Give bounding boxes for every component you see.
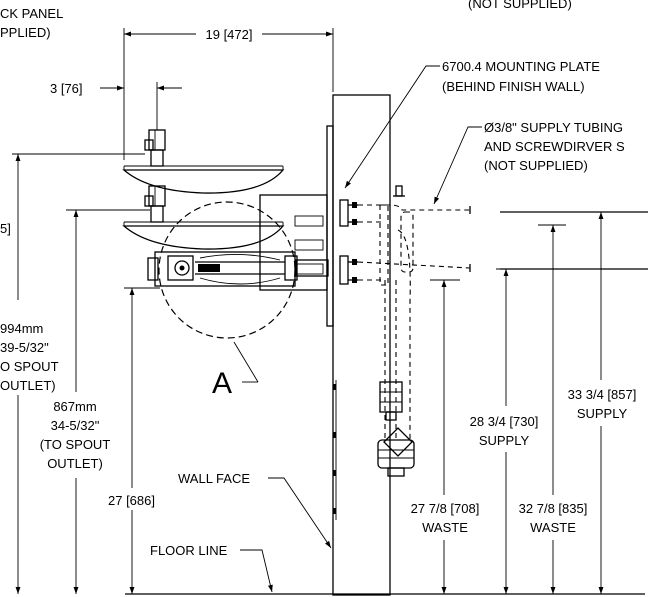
- supply-3334-label-2: SUPPLY: [577, 406, 628, 421]
- supply-3334-label-1: 33 3/4 [857]: [568, 387, 637, 402]
- annotations: CK PANEL PPLIED) (NOT SUPPLIED) 19 [472]…: [0, 0, 636, 558]
- dimension-lines: [12, 28, 612, 594]
- height-27-dimension-label: 27 [686]: [108, 493, 155, 508]
- supply-2834-label-1: 28 3/4 [730]: [470, 414, 539, 429]
- spout-867-label-1: 867mm: [53, 399, 96, 414]
- waste-3278-label-2: WASTE: [530, 520, 576, 535]
- detail-a-label: A: [212, 367, 232, 400]
- detail-circle-a: [158, 201, 296, 383]
- spout-994-label-2: 39-5/32": [0, 340, 49, 355]
- spout-994-label-4: OUTLET): [0, 378, 56, 393]
- piping: [339, 185, 648, 477]
- wall-face-label: WALL FACE: [178, 471, 250, 486]
- width-dimension-label: 19 [472]: [206, 27, 253, 42]
- not-supplied-top-label: (NOT SUPPLIED): [468, 0, 572, 11]
- spout-867-label-4: OUTLET): [47, 456, 103, 471]
- offset-3-dimension-label: 3 [76]: [50, 81, 83, 96]
- supply-2834-label-2: SUPPLY: [479, 433, 530, 448]
- wall-assembly: [125, 94, 645, 596]
- waste-2778-label-2: WASTE: [422, 520, 468, 535]
- mounting-plate-label-1: 6700.4 MOUNTING PLATE: [442, 59, 600, 74]
- supply-tubing-label-1: Ø3/8" SUPPLY TUBING: [484, 120, 623, 135]
- spout-867-label-2: 34-5/32": [51, 418, 100, 433]
- leader-lines: [240, 65, 482, 593]
- spout-994-label-1: 994mm: [0, 321, 43, 336]
- waste-3278-label-1: 32 7/8 [835]: [519, 501, 588, 516]
- waste-2778-label-1: 27 7/8 [708]: [411, 501, 480, 516]
- fountain-bowls: [122, 129, 285, 250]
- supply-tubing-label-2: AND SCREWDIRVER S: [484, 139, 625, 154]
- supply-tubing-label-3: (NOT SUPPLIED): [484, 158, 588, 173]
- back-panel-label-1: CK PANEL: [0, 6, 63, 21]
- spout-867-label-3: (TO SPOUT: [40, 437, 111, 452]
- spout-994-label-3: O SPOUT: [0, 359, 59, 374]
- left-partial-dimension-label: 5]: [0, 221, 11, 236]
- housing-and-valve: [147, 194, 329, 291]
- mounting-plate-label-2: (BEHIND FINISH WALL): [442, 79, 585, 94]
- floor-line-label: FLOOR LINE: [150, 543, 228, 558]
- back-panel-label-2: PPLIED): [0, 25, 51, 40]
